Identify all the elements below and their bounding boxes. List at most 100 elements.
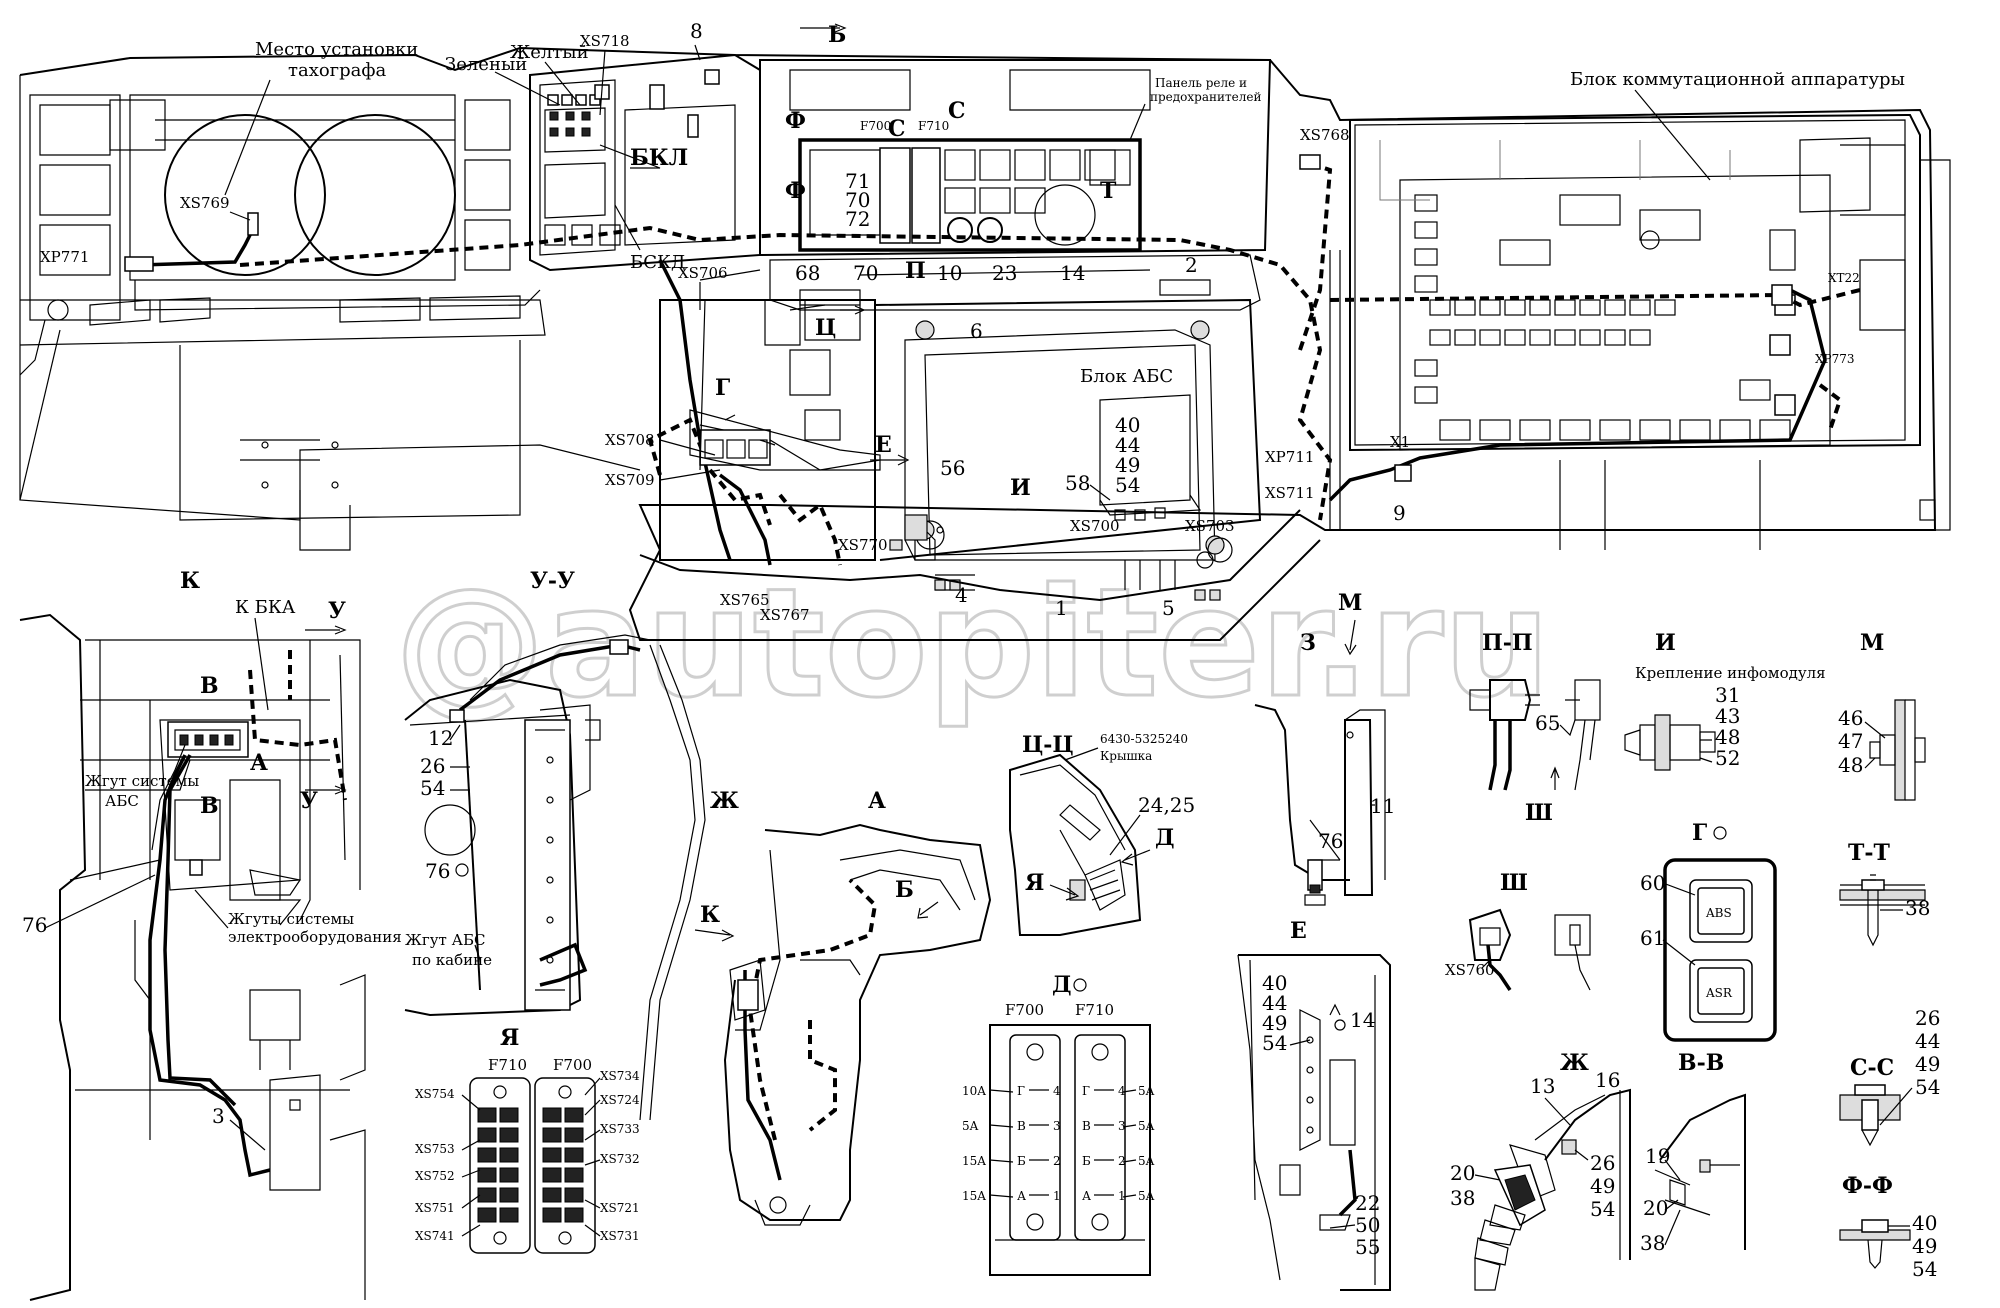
bkl-label: БКЛ [630, 145, 688, 171]
view-ya-l4: XS741 [415, 1229, 455, 1243]
view-k-title: К [180, 568, 200, 594]
ya-fuse-slot [499, 1107, 519, 1123]
xs700-label: XS700 [1070, 517, 1120, 535]
callout-68: 68 [795, 261, 820, 285]
ya-fuse-slot [542, 1167, 562, 1183]
view-ss-44: 44 [1915, 1029, 1940, 1053]
xs703-label: XS703 [1185, 517, 1235, 535]
view-g: Г ABS ASR 60 61 [1640, 820, 1777, 1042]
relay-panel-label-1: Панель реле и [1155, 76, 1247, 90]
view-ss-title: С-С [1850, 1055, 1894, 1081]
tsts-d: Д [1155, 825, 1175, 851]
ya-fuse-slot [542, 1147, 562, 1163]
tsts-2425: 24,25 [1138, 793, 1195, 817]
switch-block-label: Блок коммутационной аппаратуры [1570, 69, 1905, 90]
relay-panel-label-2: предохранителей [1150, 90, 1261, 104]
view-i-52: 52 [1715, 746, 1740, 770]
xs768-label: XS768 [1300, 126, 1350, 144]
ya-fuse-slot [499, 1207, 519, 1223]
view-d-row-num: 1 [1053, 1189, 1061, 1203]
view-d-left-amp: 5A [962, 1119, 979, 1133]
view-e-22: 22 [1355, 1191, 1380, 1215]
view-tt-title: Т-Т [1848, 840, 1891, 866]
view-pp: П-П 65 Ш [1469, 630, 1601, 826]
tsts-cover: Крышка [1100, 749, 1152, 763]
ya-fuse-slot [499, 1167, 519, 1183]
callout-72: 72 [845, 207, 870, 231]
view-ss-49: 49 [1915, 1052, 1940, 1076]
xs718-label: XS718 [580, 32, 630, 50]
callout-5: 5 [1162, 596, 1175, 620]
harness-el-label-1: Жгуты системы [228, 910, 354, 928]
view-d-right-amp: 5A [1138, 1119, 1155, 1133]
xp771-label: XP771 [40, 248, 89, 266]
xp711-label: XP711 [1265, 448, 1314, 466]
ya-fuse-slot [564, 1107, 584, 1123]
view-d-leader [1122, 1124, 1137, 1128]
callout-56: 56 [940, 456, 965, 480]
xs709-label: XS709 [605, 471, 655, 489]
view-d-f710: F710 [1075, 1001, 1114, 1019]
view-ya-title: Я [500, 1025, 519, 1051]
ya-fuse-slot [499, 1187, 519, 1203]
view-a: Ж А Б К [694, 788, 992, 1226]
view-d-row-num: 2 [1118, 1154, 1126, 1168]
abs-block-label: Блок АБС [1080, 366, 1173, 387]
view-ya-r5: XS731 [600, 1229, 640, 1243]
abs-num-1: 40 [1115, 413, 1140, 437]
view-d-right-amp: 5A [1138, 1189, 1155, 1203]
view-d-leader [989, 1194, 1014, 1198]
harness-el-label-2: электрооборудования [228, 928, 402, 946]
view-letter-soft-sign: Ь [828, 22, 846, 48]
ya-fuse-slot [477, 1187, 497, 1203]
view-e-55: 55 [1355, 1235, 1380, 1259]
view-e-49: 49 [1262, 1011, 1287, 1035]
view-zh-16: 16 [1595, 1068, 1620, 1092]
callout-6: 6 [970, 319, 983, 343]
ya-fuse-slot [542, 1187, 562, 1203]
view-i: И Крепление инфомодуля 31 43 48 52 [1624, 630, 1826, 771]
callout-8: 8 [690, 19, 703, 43]
ya-fuse-slot [564, 1147, 584, 1163]
view-zh-20: 20 [1450, 1161, 1475, 1185]
view-g-60: 60 [1640, 871, 1665, 895]
callout-58: 58 [1065, 471, 1090, 495]
callout-2: 2 [1185, 253, 1198, 277]
view-ya-f700: F700 [553, 1056, 592, 1074]
view-zh-small-title: Ж [710, 788, 739, 814]
view-i-43: 43 [1715, 704, 1740, 728]
view-ts-ts: Ц-Ц 6430-5325240 Крышка 24,25 Д Я [1009, 732, 1195, 936]
view-uu: У-У 12 26 54 76 Жгут АБС по кабине [404, 568, 706, 1121]
tsts-part-no: 6430-5325240 [1100, 732, 1188, 746]
abs-button-label: ABS [1705, 906, 1732, 920]
abs-num-3: 49 [1115, 453, 1140, 477]
harness-abs-label-2: АБС [105, 792, 139, 810]
view-tt: Т-Т 38 [1839, 840, 1930, 947]
view-ya-r4: XS721 [600, 1201, 640, 1215]
abs-num-2: 44 [1115, 433, 1140, 457]
ya-fuse-slot [542, 1207, 562, 1223]
view-ff-54: 54 [1912, 1257, 1937, 1281]
view-d-row-num: 2 [1053, 1154, 1061, 1168]
view-d-row-letter: А [1082, 1189, 1091, 1203]
view-letter-g: Г [715, 375, 730, 401]
view-letter-p: П [905, 258, 926, 284]
ya-fuse-slot [564, 1167, 584, 1183]
view-i-31: 31 [1715, 683, 1740, 707]
view-k-u1: У [328, 598, 346, 624]
view-ff: Ф-Ф 40 49 54 [1839, 1173, 1937, 1281]
view-ss: С-С 26 44 49 54 [1839, 1006, 1940, 1147]
view-d-left-amp: 10A [962, 1084, 986, 1098]
view-zh-49: 49 [1590, 1174, 1615, 1198]
callout-4: 4 [955, 583, 968, 607]
view-d-leader [1122, 1159, 1137, 1163]
view-uu-12: 12 [428, 726, 453, 750]
view-d-left-amp: 15A [962, 1189, 986, 1203]
green-label: Зеленый [445, 54, 527, 75]
view-d-leader [989, 1124, 1014, 1128]
view-e-title: Е [1290, 918, 1307, 944]
view-d-right-amp: 5A [1138, 1154, 1155, 1168]
xp773-label: XP773 [1815, 352, 1855, 366]
view-m-46: 46 [1838, 706, 1863, 730]
tacho-label-2: тахографа [288, 60, 386, 81]
